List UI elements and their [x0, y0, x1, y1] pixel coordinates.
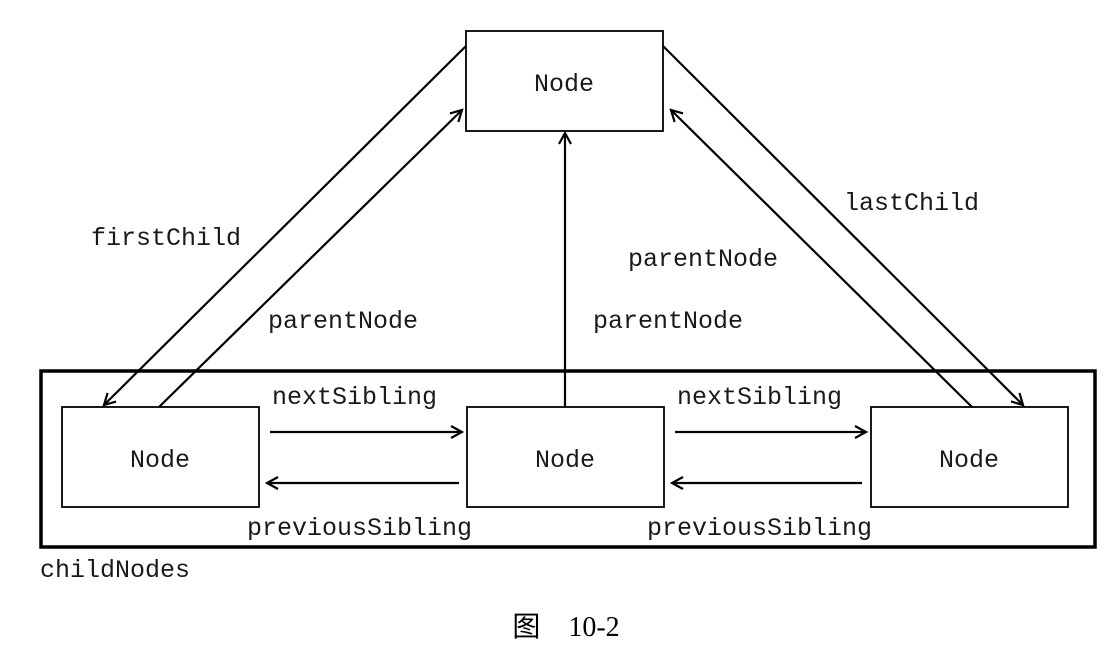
next-sibling-label-left: nextSibling — [272, 383, 437, 412]
next-sibling-label-right: nextSibling — [677, 383, 842, 412]
child-node-last-label: Node — [939, 446, 999, 475]
last-child-label: lastChild — [844, 189, 979, 218]
child-node-first: Node — [61, 406, 260, 508]
child-nodes-label: childNodes — [40, 556, 190, 585]
parent-node-label-left: parentNode — [268, 307, 418, 336]
first-child-arrow — [104, 45, 467, 405]
child-node-middle-label: Node — [535, 446, 595, 475]
child-node-last: Node — [870, 406, 1069, 508]
figure-caption: 图 10-2 — [512, 612, 619, 643]
first-child-label: firstChild — [91, 224, 241, 253]
parent-node-label-middle: parentNode — [593, 307, 743, 336]
child-node-first-label: Node — [130, 446, 190, 475]
child-node-last-box — [870, 406, 1069, 508]
previous-sibling-label-left: previousSibling — [247, 514, 472, 543]
child-nodes-container — [39, 369, 1097, 549]
parent-node-label: Node — [534, 70, 594, 99]
last-child-arrow — [662, 45, 1023, 405]
parent-node-arrow-right — [671, 110, 973, 408]
child-node-middle: Node — [466, 406, 665, 508]
parent-node: Node — [465, 30, 664, 132]
parent-node-label-right: parentNode — [628, 245, 778, 274]
previous-sibling-label-right: previousSibling — [647, 514, 872, 543]
child-node-first-box — [61, 406, 260, 508]
parent-node-arrow-left — [158, 110, 462, 408]
